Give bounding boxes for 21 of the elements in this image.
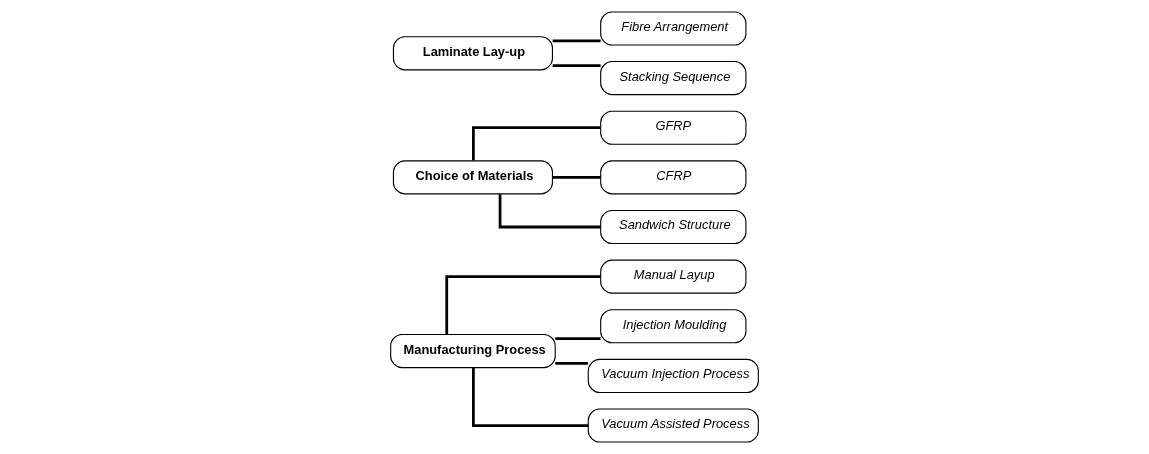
node-box: Vacuum Injection Process: [587, 358, 759, 393]
node-box: Manufacturing Process: [390, 334, 556, 369]
connector: [552, 64, 601, 68]
connector: [498, 194, 601, 229]
node-box: Sandwich Structure: [600, 209, 747, 245]
connector: [552, 176, 601, 179]
node-box: Choice of Materials: [392, 160, 553, 195]
node-box: GFRP: [600, 110, 747, 145]
node-box: Laminate Lay-up: [392, 36, 553, 71]
node-box: Injection Moulding: [600, 309, 747, 344]
connector: [472, 367, 589, 427]
connector: [552, 39, 601, 43]
connector: [445, 275, 601, 335]
connector: [555, 362, 588, 365]
node-box: Fibre Arrangement: [600, 11, 747, 46]
node-box: Stacking Sequence: [600, 61, 747, 96]
node-box: Manual Layup: [600, 259, 747, 294]
connector: [472, 126, 601, 161]
connector: [555, 337, 601, 341]
node-box: Vacuum Assisted Process: [587, 408, 759, 443]
node-box: CFRP: [600, 160, 747, 195]
